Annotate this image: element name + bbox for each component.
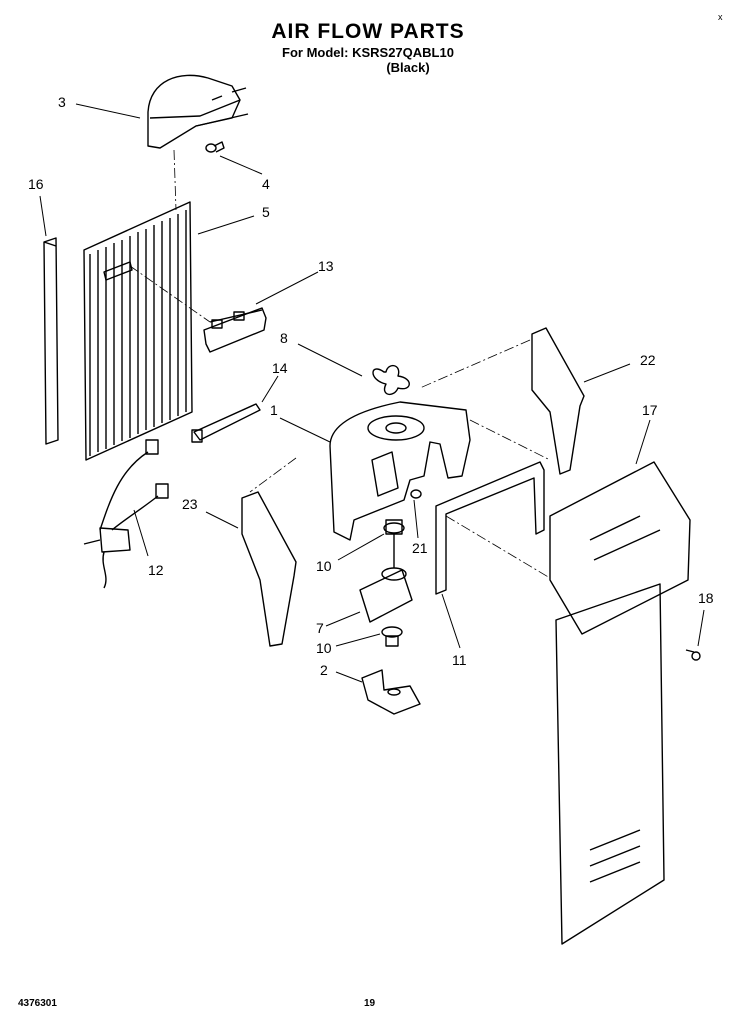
alignment-lines [129, 149, 551, 579]
callout-8: 8 [280, 330, 288, 346]
part-1-housing [329, 401, 471, 541]
model-line: For Model: KSRS27QABL10 [282, 45, 454, 60]
part-5-grille [83, 201, 193, 461]
part-2-bracket [361, 669, 421, 715]
part-12-harness [83, 439, 169, 589]
callout-18: 18 [698, 590, 714, 606]
corner-mark: x [718, 12, 723, 22]
callout-23: 23 [182, 496, 198, 512]
callout-14: 14 [272, 360, 288, 376]
callout-13: 11 [452, 652, 467, 668]
callout-7: 7 [316, 620, 324, 636]
part-number: 4376301 [18, 998, 57, 1009]
part-18-screw [685, 649, 701, 661]
part-14-heater [191, 403, 261, 443]
part-7-motor [359, 534, 413, 623]
callout-16: 16 [28, 176, 44, 192]
part-17-cover [549, 461, 691, 635]
part-4-screw [205, 141, 225, 153]
page-title: AIR FLOW PARTS [271, 20, 465, 43]
part-rear-panel [555, 583, 665, 945]
part-8-fan-blade [372, 365, 410, 395]
leader-lines [39, 103, 705, 683]
part-13-duct [435, 461, 545, 595]
part-21-screw [410, 489, 422, 499]
color-line: (Black) [386, 60, 430, 75]
part-11-bracket [203, 307, 267, 353]
callout-21: 21 [412, 540, 428, 556]
callout-4: 4 [262, 176, 270, 192]
callout-5: 5 [262, 204, 270, 220]
part-3-shroud [147, 74, 249, 149]
page-number: 19 [364, 998, 376, 1009]
part-10-grommet-lower [381, 626, 403, 647]
callout-11: 13 [318, 258, 334, 274]
callout-10-lower: 10 [316, 640, 332, 656]
callout-3: 3 [58, 94, 66, 110]
part-10-grommet-upper [383, 519, 405, 535]
callout-10-upper: 10 [316, 558, 332, 574]
callout-1: 1 [270, 402, 278, 418]
part-22-panel [531, 327, 585, 475]
part-16-strip [43, 237, 59, 445]
callout-17: 17 [642, 402, 658, 418]
part-23-panel [241, 491, 297, 647]
callout-12: 12 [148, 562, 164, 578]
callout-2: 2 [320, 662, 328, 678]
callout-22: 22 [640, 352, 656, 368]
